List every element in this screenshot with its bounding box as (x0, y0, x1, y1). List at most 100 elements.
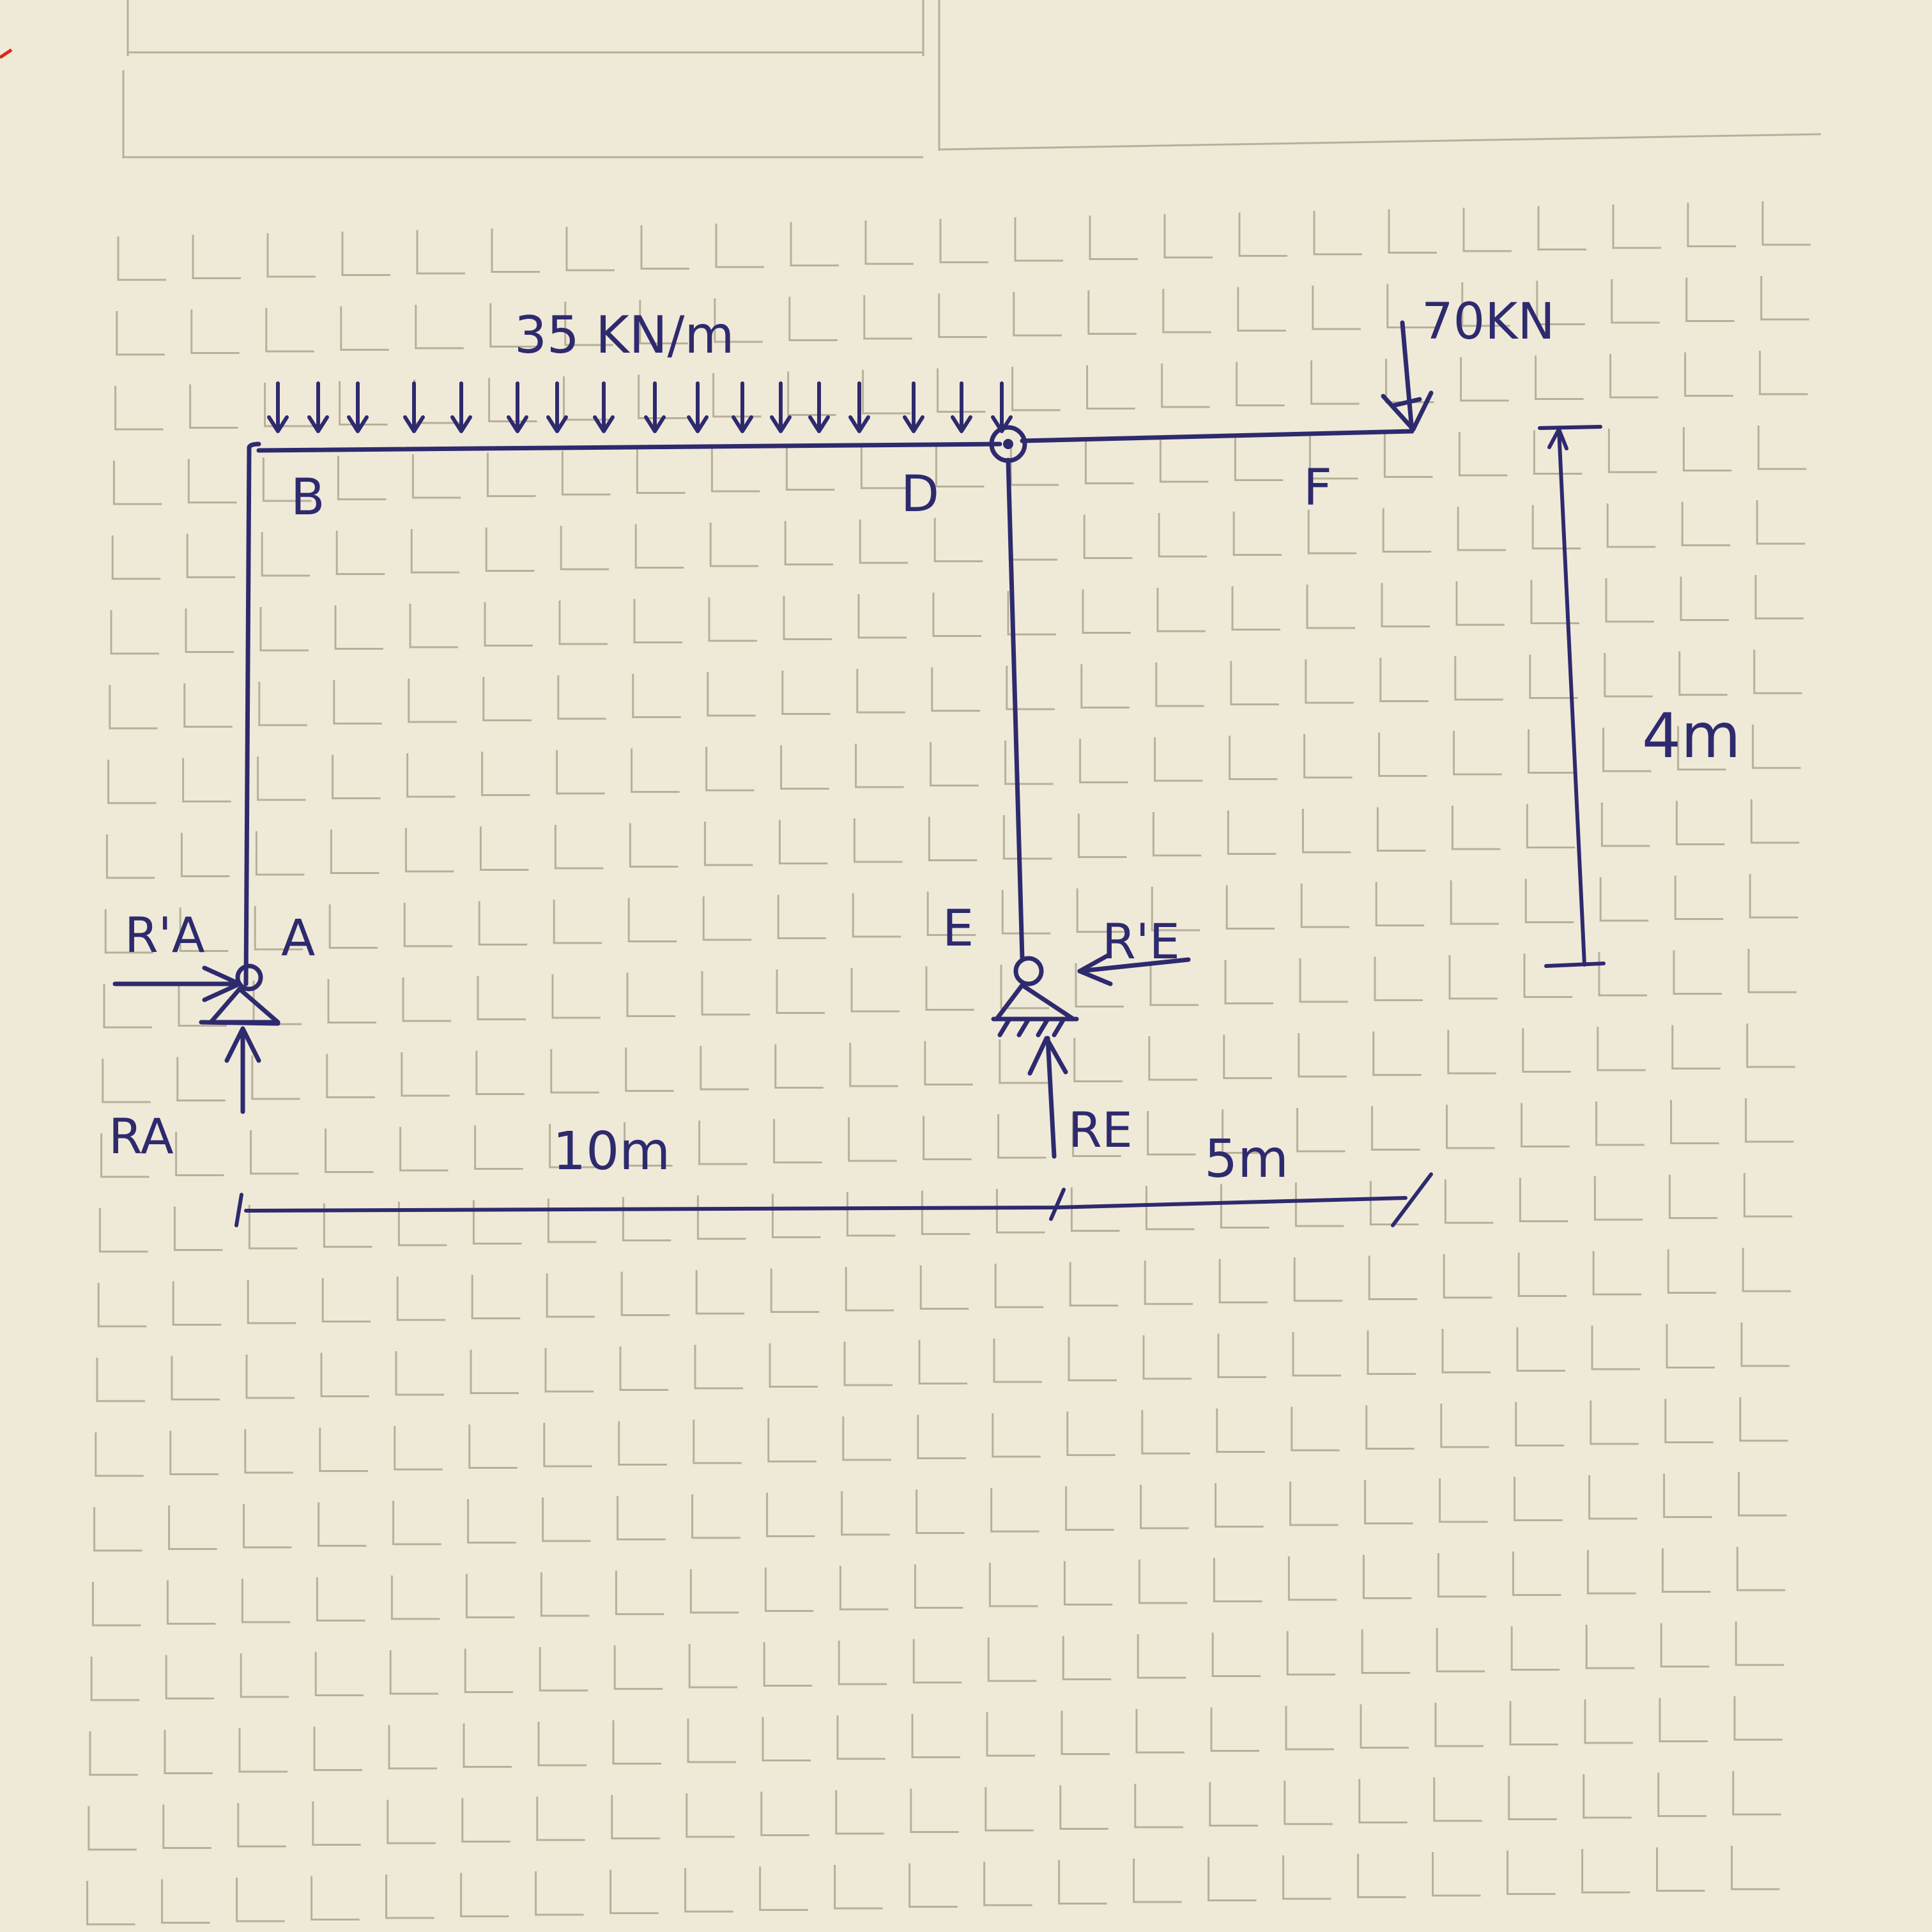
grid-cell (1089, 215, 1138, 260)
grid-cell (408, 678, 457, 723)
grid-cell (245, 1354, 295, 1399)
grid-cell (172, 1281, 222, 1326)
grid-cell (925, 966, 974, 1011)
grid-cell (712, 373, 762, 418)
grid-cell (1134, 1784, 1183, 1828)
grid-cell (688, 1644, 738, 1689)
grid-cell (1675, 801, 1725, 845)
grid-cell (1312, 286, 1361, 330)
grid-cell (116, 311, 165, 356)
grid-cell (185, 608, 234, 653)
grid-cell (1607, 429, 1657, 473)
grid-cell (626, 972, 675, 1017)
load-arrow-icon (450, 381, 472, 433)
grid-cell (863, 295, 912, 340)
load-arrow-icon (808, 381, 830, 433)
grid-cell (1590, 1400, 1639, 1445)
grid-cell (1530, 579, 1579, 624)
grid-cell (1735, 1621, 1784, 1666)
load-arrow-icon (507, 381, 528, 433)
grid-cell (255, 831, 305, 876)
grid-cell (1213, 1558, 1262, 1602)
grid-cell (1657, 1772, 1706, 1817)
grid-cell (1372, 1031, 1422, 1076)
grid-cell (1667, 1249, 1717, 1294)
grid-cell (769, 1343, 818, 1388)
reaction-a-horizontal-label: R'A (125, 907, 205, 963)
grid-cell (990, 1488, 1039, 1533)
grid-cell (1007, 591, 1056, 636)
grid-cell (265, 308, 314, 353)
grid-cell (855, 744, 904, 788)
grid-cell (1522, 1028, 1571, 1073)
grid-cell (164, 1729, 213, 1774)
grid-cell (773, 1119, 822, 1163)
grid-cell (1374, 956, 1423, 1001)
grid-cell (1229, 735, 1278, 780)
grid-cell (1358, 1779, 1407, 1823)
grid-cell (933, 518, 983, 562)
reaction-e-horizontal-arrow-icon (1077, 953, 1191, 986)
grid-cell (1512, 1551, 1561, 1596)
grid-cell (1756, 500, 1805, 545)
grid-cell (762, 1717, 811, 1761)
grid-cell (1154, 737, 1203, 782)
reaction-a-horizontal-arrow-icon (112, 965, 242, 1002)
load-arrow-icon (991, 381, 1013, 433)
grid-cell (1083, 514, 1133, 559)
grid-cell (1138, 1560, 1188, 1604)
grid-cell (838, 1641, 887, 1685)
grid-cell (1285, 1706, 1334, 1751)
grid-cell (1506, 1850, 1556, 1895)
grid-cell (985, 1787, 1034, 1832)
grid-cell (105, 834, 155, 879)
grid-cell (471, 1275, 521, 1319)
grid-cell (618, 1421, 667, 1466)
grid-cell (842, 1416, 891, 1461)
grid-cell (411, 454, 461, 499)
grid-cell (335, 530, 385, 575)
grid-cell (553, 900, 602, 944)
grid-cell (90, 1657, 140, 1701)
grid-cell (187, 459, 237, 503)
grid-cell (409, 604, 458, 648)
grid-cell (544, 1348, 594, 1393)
grid-cell (465, 1574, 515, 1618)
grid-cell (340, 306, 389, 351)
grid-cell (86, 1881, 135, 1926)
grid-cell (406, 753, 456, 798)
grid-cell (845, 1267, 894, 1312)
grid-cell (1671, 1025, 1721, 1070)
grid-cell (395, 1351, 444, 1396)
grid-cell (1001, 890, 1051, 935)
load-arrow-icon (644, 381, 666, 433)
grid-cell (178, 982, 227, 1027)
grid-cell (1376, 807, 1426, 852)
grid-cell (1591, 1326, 1640, 1370)
grid-cell (700, 1046, 749, 1091)
grid-cell (1673, 950, 1722, 995)
grid-cell (613, 1645, 663, 1690)
grid-cell (995, 1189, 1045, 1234)
grid-cell (774, 1044, 824, 1089)
grid-cell (687, 1719, 736, 1763)
grid-cell (477, 976, 526, 1020)
grid-cell (171, 1356, 220, 1400)
grid-cell (334, 605, 383, 650)
grid-cell (1749, 874, 1798, 919)
grid-cell (931, 667, 980, 712)
load-arrow-icon (546, 381, 568, 433)
grid-cell (1731, 1846, 1780, 1890)
grid-cell (468, 1424, 518, 1469)
grid-cell (1065, 1486, 1114, 1531)
grid-cell (1364, 1480, 1413, 1524)
grid-cell (1369, 1181, 1419, 1225)
grid-cell (759, 1866, 808, 1911)
grid-cell (1217, 1333, 1266, 1378)
grid-cell (339, 381, 388, 425)
grid-cell (695, 1270, 745, 1315)
grid-cell (1294, 1183, 1344, 1227)
grid-cell (1460, 357, 1509, 402)
grid-cell (1301, 809, 1351, 854)
grid-cell (1753, 650, 1802, 694)
